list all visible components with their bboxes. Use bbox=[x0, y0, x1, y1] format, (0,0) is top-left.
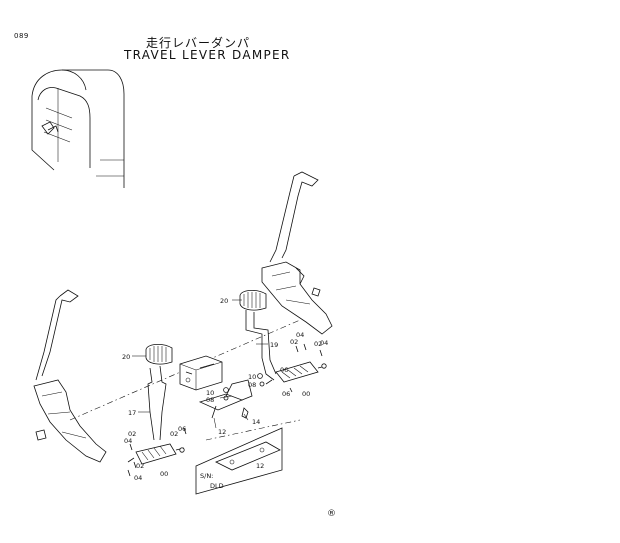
detail-box bbox=[195, 427, 283, 495]
label-part-06-c: 06 bbox=[280, 366, 288, 374]
label-part-19: 19 bbox=[270, 341, 278, 349]
label-part-08-a: 08 bbox=[248, 381, 256, 389]
bracket-assembly bbox=[179, 355, 253, 419]
page-number: 089 bbox=[14, 32, 29, 40]
label-sn-value: DLD bbox=[210, 482, 224, 490]
part-labels: 20 20 19 17 10 08 10 08 06 06 14 12 04 0… bbox=[122, 297, 328, 490]
label-part-04-b: 04 bbox=[320, 339, 328, 347]
label-part-08-b: 08 bbox=[206, 396, 214, 404]
right-travel-lever bbox=[261, 171, 333, 335]
leader-lines bbox=[132, 299, 268, 429]
pedal-upper bbox=[239, 290, 277, 381]
label-part-02-c: 02 bbox=[128, 430, 136, 438]
label-part-20-upper: 20 bbox=[220, 297, 228, 305]
label-part-04-d: 04 bbox=[134, 474, 142, 482]
label-part-12-a: 12 bbox=[218, 428, 226, 436]
label-part-04-a: 04 bbox=[296, 331, 304, 339]
label-part-06-a: 06 bbox=[282, 390, 290, 398]
label-part-10-b: 10 bbox=[206, 389, 214, 397]
label-part-20-lower: 20 bbox=[122, 353, 130, 361]
pedal-lower bbox=[145, 344, 173, 441]
damper-right bbox=[265, 361, 327, 385]
label-part-00-a: 00 bbox=[302, 390, 310, 398]
label-part-02-e: 02 bbox=[170, 430, 178, 438]
label-part-02-b: 02 bbox=[314, 340, 322, 348]
label-sn: S/N: bbox=[200, 472, 213, 480]
label-part-12-b: 12 bbox=[256, 462, 264, 470]
registered-mark: ® bbox=[327, 509, 336, 519]
label-part-00-b: 00 bbox=[160, 470, 168, 478]
title-english: TRAVEL LEVER DAMPER bbox=[124, 48, 291, 62]
label-part-17: 17 bbox=[128, 409, 136, 417]
label-part-14: 14 bbox=[252, 418, 260, 426]
cab-thumbnail bbox=[31, 69, 125, 188]
hardware bbox=[127, 343, 323, 477]
title-japanese: 走行レバーダンパ bbox=[146, 36, 251, 50]
left-travel-lever bbox=[33, 289, 107, 463]
damper-left bbox=[127, 443, 185, 465]
label-part-02-d: 02 bbox=[136, 462, 144, 470]
label-part-04-c: 04 bbox=[124, 437, 132, 445]
label-part-02-a: 02 bbox=[290, 338, 298, 346]
label-part-10-a: 10 bbox=[248, 373, 256, 381]
label-part-06-b: 06 bbox=[178, 425, 186, 433]
